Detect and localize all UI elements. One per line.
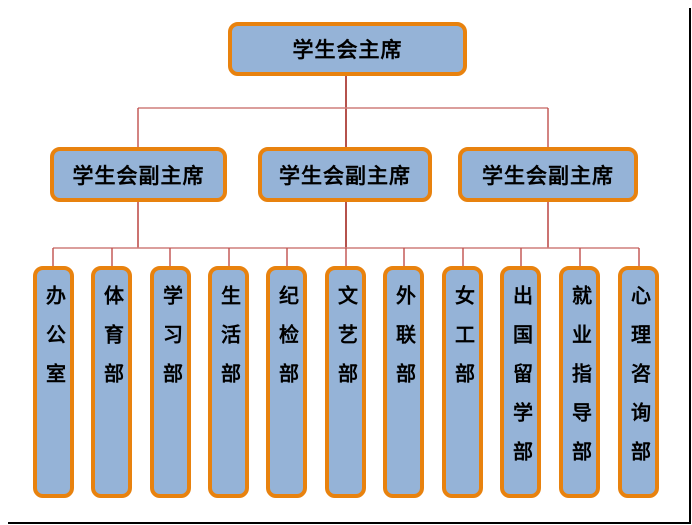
department-label: 体育部 <box>100 285 123 402</box>
department-box-women: 女工部 <box>442 266 483 498</box>
department-label: 纪检部 <box>275 285 298 402</box>
department-label: 办公室 <box>42 285 65 402</box>
department-label: 出国留学部 <box>509 285 532 480</box>
department-label: 外联部 <box>392 285 415 402</box>
department-label: 女工部 <box>451 285 474 402</box>
department-box-office: 办公室 <box>33 266 74 498</box>
department-box-discipline: 纪检部 <box>266 266 307 498</box>
vice-president-box-3: 学生会副主席 <box>458 147 638 202</box>
department-box-employment-guidance: 就业指导部 <box>559 266 600 498</box>
president-box: 学生会主席 <box>228 22 467 76</box>
department-box-study-abroad: 出国留学部 <box>500 266 541 498</box>
vice-president-box-1: 学生会副主席 <box>50 147 227 202</box>
department-box-study: 学习部 <box>150 266 191 498</box>
department-box-psychological-counseling: 心理咨询部 <box>618 266 659 498</box>
department-box-sports: 体育部 <box>91 266 132 498</box>
department-label: 心理咨询部 <box>627 285 650 480</box>
department-label: 文艺部 <box>334 285 357 402</box>
department-box-arts: 文艺部 <box>325 266 366 498</box>
frame-border-right <box>689 8 691 524</box>
department-label: 生活部 <box>217 285 240 402</box>
department-label: 学习部 <box>159 285 182 402</box>
department-box-life: 生活部 <box>208 266 249 498</box>
department-box-external-relations: 外联部 <box>383 266 424 498</box>
vice-president-box-2: 学生会副主席 <box>258 147 432 202</box>
department-label: 就业指导部 <box>568 285 591 480</box>
frame-border-bottom <box>8 522 691 524</box>
